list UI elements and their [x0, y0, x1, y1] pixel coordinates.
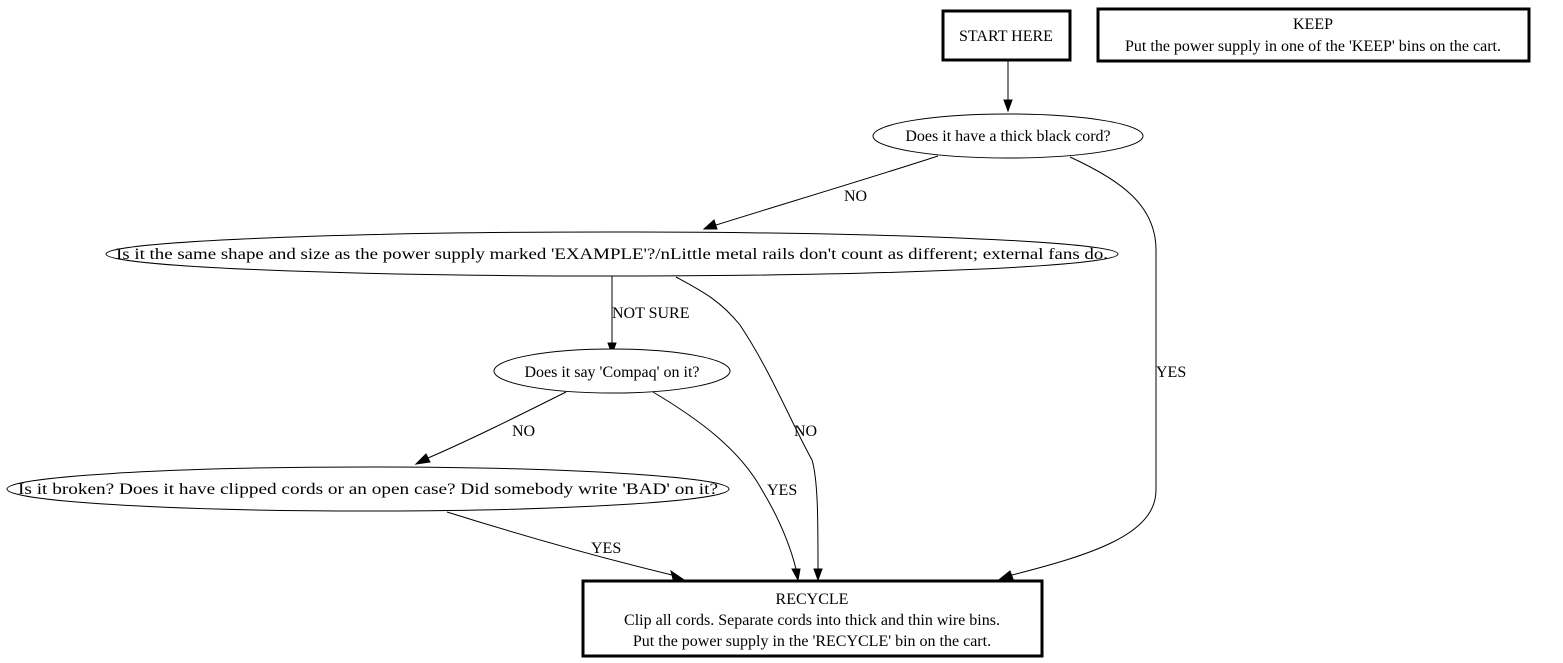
edge-compaq-to-broken: NO — [414, 391, 567, 465]
edge-label-yes: YES — [591, 540, 621, 557]
arrowhead-icon — [414, 453, 431, 465]
edge-line — [446, 511, 673, 576]
node-thick-cord-label: Does it have a thick black cord? — [905, 128, 1110, 145]
node-broken-label: Is it broken? Does it have clipped cords… — [18, 481, 718, 498]
node-recycle-line-1: Clip all cords. Separate cords into thic… — [624, 612, 1000, 629]
arrowhead-icon — [670, 569, 686, 581]
arrowhead-icon — [813, 568, 823, 582]
arrowhead-icon — [1003, 99, 1013, 113]
edge-line — [715, 155, 939, 226]
edge-label-no: NO — [794, 423, 817, 440]
node-recycle-line-2: Put the power supply in the 'RECYCLE' bi… — [633, 633, 991, 650]
edge-label-yes: YES — [767, 482, 797, 499]
arrowhead-icon — [998, 570, 1014, 580]
node-start-label: START HERE — [959, 28, 1053, 45]
edge-start-to-thick-cord — [1003, 60, 1013, 113]
edge-label-not-sure: NOT SURE — [612, 305, 690, 322]
edge-same-shape-to-compaq: NOT SURE — [607, 276, 690, 356]
edge-label-no: NO — [512, 423, 535, 440]
node-keep-title: KEEP — [1293, 16, 1333, 33]
edge-thick-cord-to-same-shape: NO — [702, 155, 939, 230]
node-keep: KEEP Put the power supply in one of the … — [1096, 7, 1531, 63]
node-recycle-title: RECYCLE — [776, 591, 849, 608]
edge-label-yes: YES — [1156, 364, 1186, 381]
node-compaq-label: Does it say 'Compaq' on it? — [524, 364, 699, 381]
edge-line — [1011, 156, 1157, 576]
node-broken-question: Is it broken? Does it have clipped cords… — [6, 466, 730, 512]
edge-line — [675, 276, 819, 570]
edge-line — [427, 391, 567, 459]
edge-line — [652, 391, 797, 570]
edge-same-shape-to-recycle: NO — [675, 276, 823, 582]
node-start-here: START HERE — [941, 9, 1072, 62]
node-keep-description: Put the power supply in one of the 'KEEP… — [1125, 38, 1501, 55]
edge-label-no: NO — [844, 188, 867, 205]
node-compaq-question: Does it say 'Compaq' on it? — [493, 348, 731, 394]
arrowhead-icon — [791, 568, 801, 582]
node-thick-cord-question: Does it have a thick black cord? — [872, 113, 1144, 159]
arrowhead-icon — [702, 219, 718, 230]
node-recycle: RECYCLE Clip all cords. Separate cords i… — [581, 579, 1044, 658]
node-same-shape-question: Is it the same shape and size as the pow… — [105, 231, 1119, 277]
edge-thick-cord-to-recycle: YES — [998, 156, 1186, 580]
node-same-shape-label: Is it the same shape and size as the pow… — [116, 246, 1108, 263]
edge-compaq-to-recycle: YES — [652, 391, 801, 582]
edge-broken-to-recycle: YES — [446, 511, 686, 581]
